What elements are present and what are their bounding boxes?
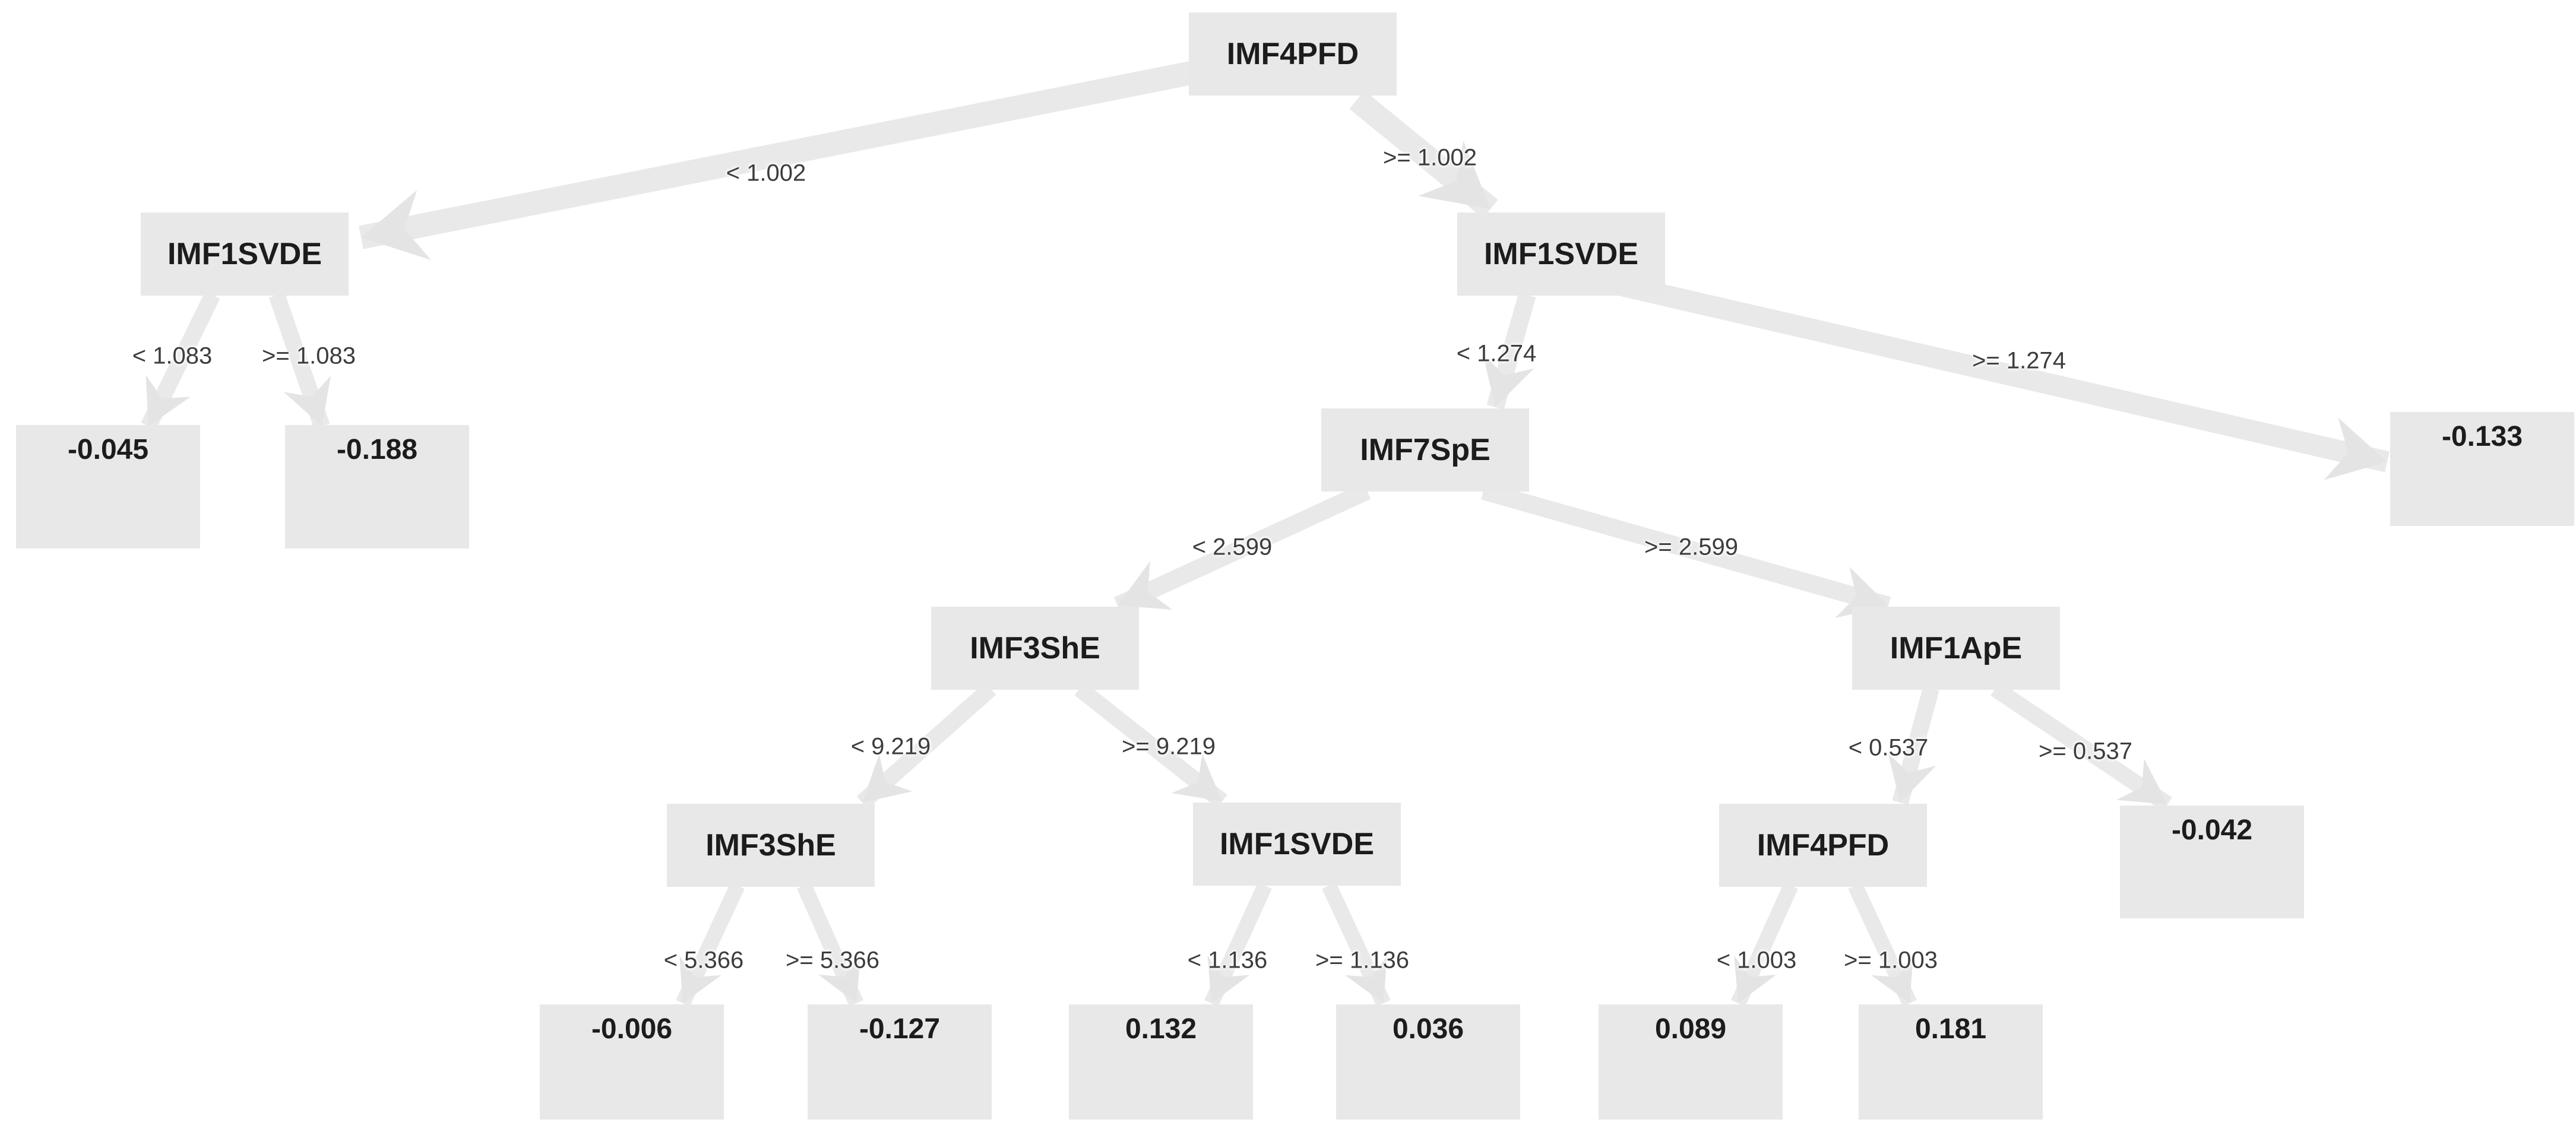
edge-label-lt-1136: < 1.136 (1187, 947, 1268, 974)
leaf-node-neg0045: -0.045 (16, 425, 200, 549)
leaf-node-0181: 0.181 (1859, 1004, 2043, 1120)
edge-label-lt-1002: < 1.002 (726, 160, 806, 186)
leaf-node-0132: 0.132 (1069, 1004, 1253, 1120)
split-node-imf3she-upper: IMF3ShE (931, 607, 1139, 690)
edge-she-shel (856, 682, 996, 809)
edge-label-ge-1274: >= 1.274 (1972, 347, 2066, 374)
edge-label-lt-1083: < 1.083 (132, 343, 213, 369)
edge-label-ge-1083: >= 1.083 (262, 343, 356, 369)
split-node-imf4pfd-lower: IMF4PFD (1719, 804, 1927, 887)
edge-spe-ape (1480, 482, 1891, 619)
edge-label-lt-0537: < 0.537 (1848, 734, 1929, 761)
edge-label-ge-2599: >= 2.599 (1644, 534, 1738, 560)
edge-label-ge-9219: >= 9.219 (1122, 733, 1216, 760)
leaf-node-neg0127: -0.127 (808, 1004, 992, 1120)
leaf-node-neg0188: -0.188 (285, 425, 469, 549)
edge-r1-spe (1482, 292, 1536, 410)
edge-label-lt-2599: < 2.599 (1192, 534, 1273, 560)
edge-r1-leafc (1603, 271, 2390, 480)
leaf-node-neg0133: -0.133 (2390, 412, 2574, 526)
edge-label-ge-1002: >= 1.002 (1383, 144, 1477, 171)
edge-label-ge-5366: >= 5.366 (786, 947, 879, 974)
edge-shel-leafe (676, 882, 745, 1007)
edge-pfdl-leafi (1731, 882, 1798, 1007)
split-node-imf1svde-lower: IMF1SVDE (1193, 803, 1401, 886)
split-node-imf4pfd-root: IMF4PFD (1189, 12, 1397, 96)
edge-label-ge-1136: >= 1.136 (1315, 947, 1409, 974)
edge-root-left (359, 61, 1196, 260)
leaf-node-neg0042: -0.042 (2120, 806, 2304, 918)
edge-svdel-leafh (1322, 882, 1391, 1007)
split-node-imf3she-lower: IMF3ShE (667, 804, 875, 887)
edge-pfdl-leafj (1848, 882, 1917, 1007)
edge-label-lt-1274: < 1.274 (1456, 340, 1537, 367)
leaf-node-0036: 0.036 (1336, 1004, 1520, 1120)
leaf-node-0089: 0.089 (1599, 1004, 1783, 1120)
edge-label-lt-1003: < 1.003 (1716, 947, 1797, 974)
split-node-imf1svde-right: IMF1SVDE (1457, 213, 1665, 296)
edge-ape-pfdl (1888, 686, 1939, 805)
split-node-imf1svde-left: IMF1SVDE (141, 213, 349, 296)
edge-label-ge-0537: >= 0.537 (2039, 738, 2132, 765)
edge-label-ge-1003: >= 1.003 (1844, 947, 1938, 974)
edge-l1-leafb (268, 292, 331, 429)
edge-root-right (1349, 90, 1498, 218)
edge-svdel-leafg (1204, 882, 1272, 1007)
edge-l1-leafa (141, 291, 220, 430)
edge-spe-she (1113, 483, 1371, 614)
edge-label-lt-9219: < 9.219 (850, 733, 931, 760)
leaf-node-neg0006: -0.006 (540, 1004, 724, 1120)
edge-label-lt-5366: < 5.366 (663, 947, 744, 974)
edge-shel-leaff (797, 882, 863, 1007)
split-node-imf7spe: IMF7SpE (1321, 408, 1529, 492)
split-node-imf1ape: IMF1ApE (1852, 607, 2060, 690)
edge-ape-leafd (1990, 681, 2172, 811)
edge-she-svdel (1074, 682, 1227, 808)
